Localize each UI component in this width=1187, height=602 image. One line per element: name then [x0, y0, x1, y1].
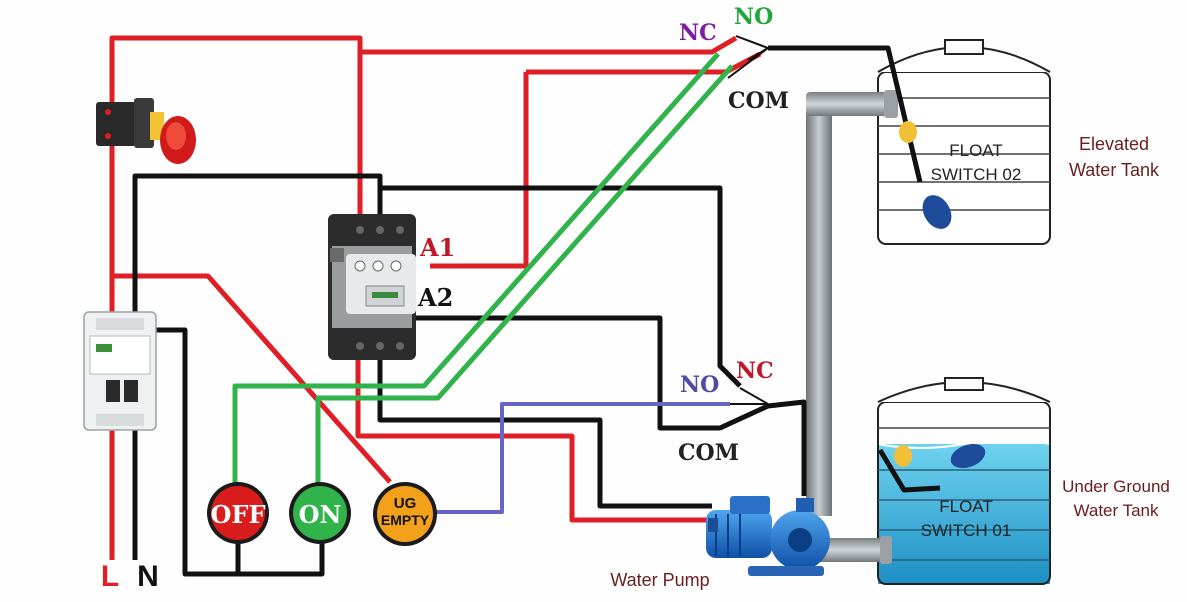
n-terminal-label: N	[137, 560, 159, 593]
float-switch-02-icon	[899, 121, 952, 229]
ug-indicator-label-line1: UG	[394, 495, 417, 512]
elevated-water-tank	[877, 39, 1051, 245]
off-button-label: OFF	[211, 500, 266, 529]
lower-com-label: COM	[678, 440, 739, 466]
underground-tank-title-line2: Water Tank	[1073, 501, 1159, 520]
contactor[interactable]	[328, 214, 416, 360]
upper-com-label: COM	[728, 88, 789, 114]
underground-tank-title-line1: Under Ground	[1062, 477, 1170, 496]
ug-indicator-label-line2: EMPTY	[381, 512, 430, 528]
underground-water-tank	[877, 377, 1051, 585]
l-terminal-label: L	[101, 560, 119, 593]
ug-empty-indicator	[373, 482, 437, 546]
off-button[interactable]	[207, 482, 269, 544]
float-switch-01-icon	[894, 443, 986, 469]
control-wires-green	[232, 52, 734, 488]
lower-no-label: NO	[680, 372, 719, 398]
sensor-wire-blue	[436, 402, 730, 514]
circuit-breaker[interactable]	[83, 311, 157, 431]
on-button-label: ON	[299, 500, 342, 529]
float-switch-01-label-line2: SWITCH 01	[921, 521, 1012, 540]
lower-switch-contacts	[721, 387, 769, 429]
float-switch-01-label-line1: FLOAT	[939, 497, 993, 516]
a1-label: A1	[419, 233, 455, 262]
emergency-stop-button[interactable]	[96, 98, 196, 164]
float-switch-02-label-line2: SWITCH 02	[931, 165, 1022, 184]
water-pump	[706, 496, 830, 576]
water-pump-label: Water Pump	[610, 570, 709, 590]
upper-no-label: NO	[734, 4, 773, 30]
elevated-tank-title-line1: Elevated	[1079, 134, 1149, 154]
upper-switch-contacts	[727, 35, 769, 79]
elevated-tank-title-line2: Water Tank	[1069, 160, 1160, 180]
lower-nc-label: NC	[736, 358, 774, 384]
a2-label: A2	[417, 283, 453, 312]
on-button[interactable]	[289, 482, 351, 544]
riser-pipe	[806, 90, 898, 564]
float-switch-02-label-line1: FLOAT	[949, 141, 1003, 160]
upper-nc-label: NC	[679, 20, 717, 46]
